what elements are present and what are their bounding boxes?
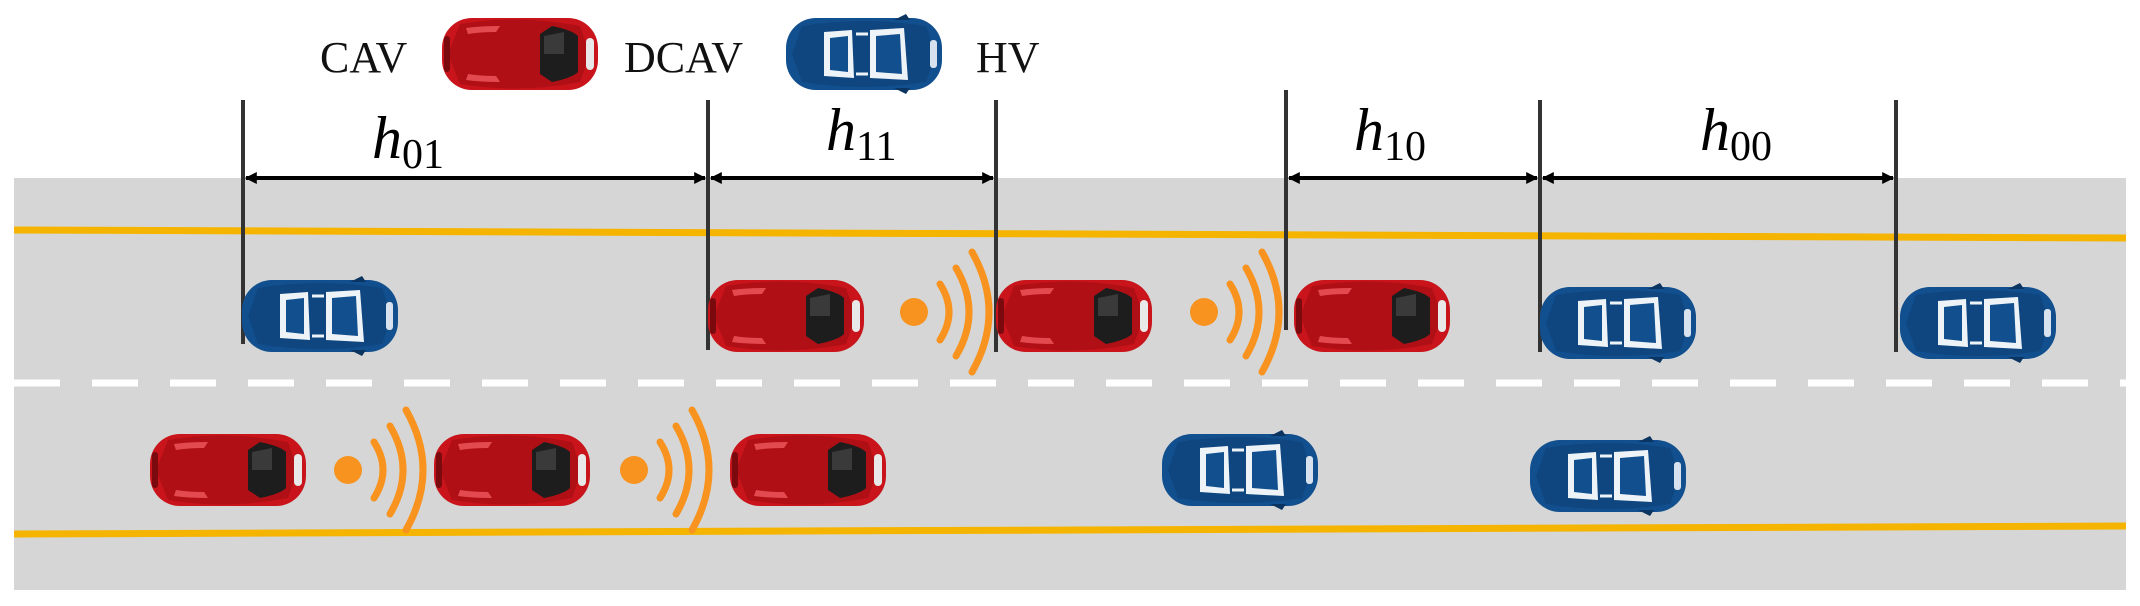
lower-lane-blue-car-icon-2 <box>1528 434 1688 518</box>
headway-label-h10: h10 <box>1354 97 1426 170</box>
upper-lane-blue-car-icon-1 <box>240 274 400 358</box>
legend-cav-label: CAV <box>320 33 407 82</box>
legend-hv-blue-car-icon <box>784 12 944 96</box>
upper-edge-line <box>13 226 2127 242</box>
lower-lane-blue-car-icon-1 <box>1160 428 1320 512</box>
legend-dcav-label: DCAV <box>624 33 743 82</box>
headway-label-h00: h00 <box>1700 97 1772 170</box>
upper-lane-red-car-icon-3 <box>1294 280 1450 352</box>
lower-lane-red-car-icon-1 <box>150 434 306 506</box>
lower-edge-line <box>13 522 2127 538</box>
legend-hv-label: HV <box>976 33 1040 82</box>
headway-label-h11: h11 <box>826 97 896 170</box>
upper-lane-blue-car-icon-2 <box>1538 281 1698 365</box>
legend-cav-red-car-icon <box>442 18 598 90</box>
upper-lane-red-car-icon-2 <box>996 280 1152 352</box>
headway-label-h01: h01 <box>372 105 444 178</box>
upper-lane-blue-car-icon-3 <box>1898 281 2058 365</box>
upper-lane-red-car-icon-1 <box>708 280 864 352</box>
lower-lane-red-car-icon-3 <box>730 434 886 506</box>
lower-lane-red-car-icon-2 <box>434 434 590 506</box>
